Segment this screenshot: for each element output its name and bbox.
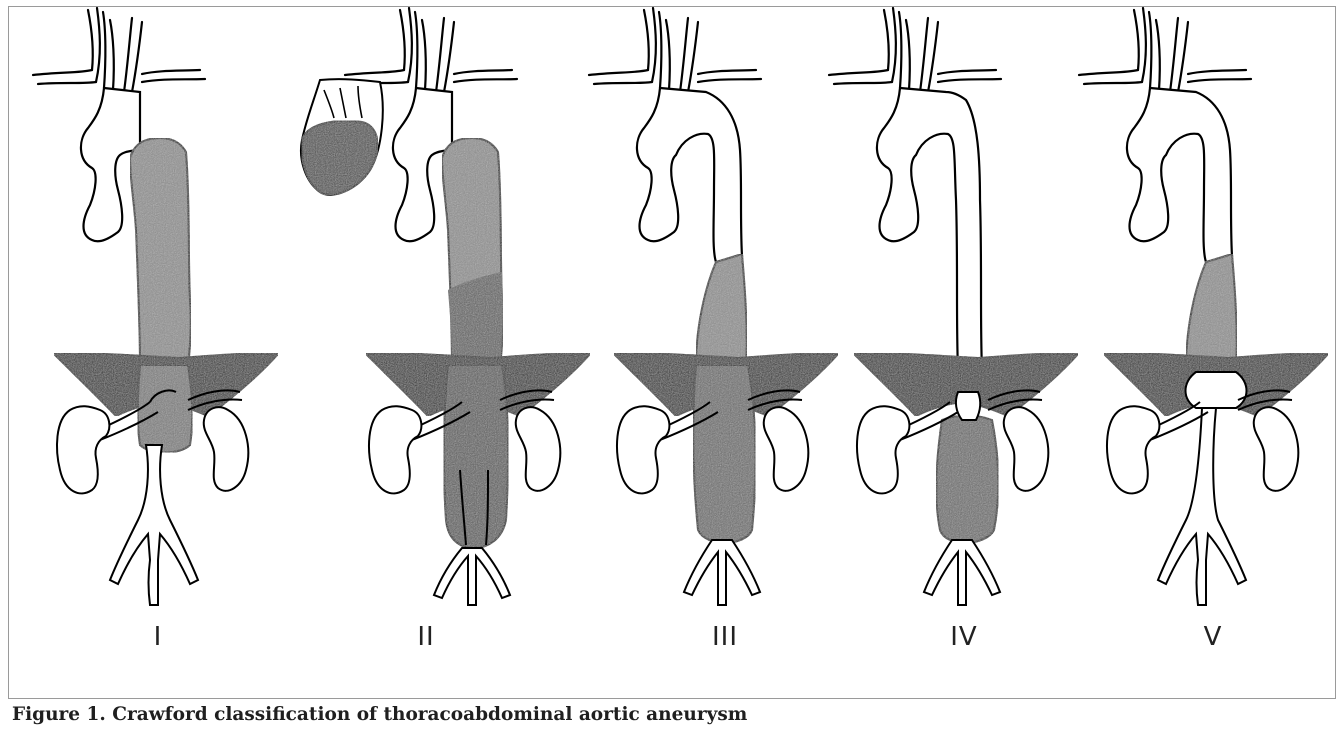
left-kidney (369, 406, 421, 493)
right-kidney (764, 407, 809, 491)
panel-label-iv: IV (924, 622, 1004, 652)
aortic-arch-descending (877, 88, 982, 370)
visceral-trunk (956, 392, 980, 420)
crawford-diagram (0, 0, 1342, 700)
panel-type-iii (589, 8, 838, 605)
inset-aneurysm-fill (302, 121, 378, 195)
left-kidney (857, 406, 909, 493)
figure-caption: Figure 1. Crawford classification of tho… (12, 704, 747, 725)
panel-label-v: V (1173, 622, 1253, 652)
panel-type-ii (301, 8, 590, 605)
panel-type-iv (829, 8, 1078, 605)
right-kidney (1004, 407, 1049, 491)
iliac-arteries (434, 548, 510, 605)
aneurysm-dark-lower (448, 272, 503, 365)
panel-type-v (1079, 8, 1328, 605)
left-kidney (1107, 406, 1159, 493)
aneurysm-segment (696, 254, 747, 365)
right-kidney (204, 407, 249, 491)
arch-branches (345, 8, 517, 92)
aortic-arch-descending (1127, 88, 1232, 262)
left-kidney (617, 406, 669, 493)
arch-branches (589, 8, 761, 92)
aneurysm-segment (1186, 254, 1237, 368)
right-kidney (1254, 407, 1299, 491)
arch-branches (33, 8, 205, 92)
abdominal-aneurysm (138, 365, 192, 453)
abdominal-aneurysm (936, 416, 998, 543)
aneurysm-segment (130, 138, 191, 365)
panel-type-i (33, 8, 278, 605)
abdominal-aneurysm (693, 365, 755, 543)
abdominal-aneurysm (444, 365, 508, 548)
arch-branches (829, 8, 1001, 92)
arch-branches (1079, 8, 1251, 92)
iliac-arteries (684, 540, 760, 605)
iliac-arteries (924, 540, 1000, 605)
left-kidney (57, 406, 109, 493)
visceral-segment-white (1186, 372, 1247, 408)
panel-label-iii: III (685, 622, 765, 652)
right-kidney (516, 407, 561, 491)
panel-label-i: I (118, 622, 198, 652)
infrarenal-aorta (1158, 408, 1246, 605)
panel-label-ii: II (386, 622, 466, 652)
aortic-arch-descending (637, 88, 742, 262)
infrarenal-aorta (110, 445, 198, 605)
